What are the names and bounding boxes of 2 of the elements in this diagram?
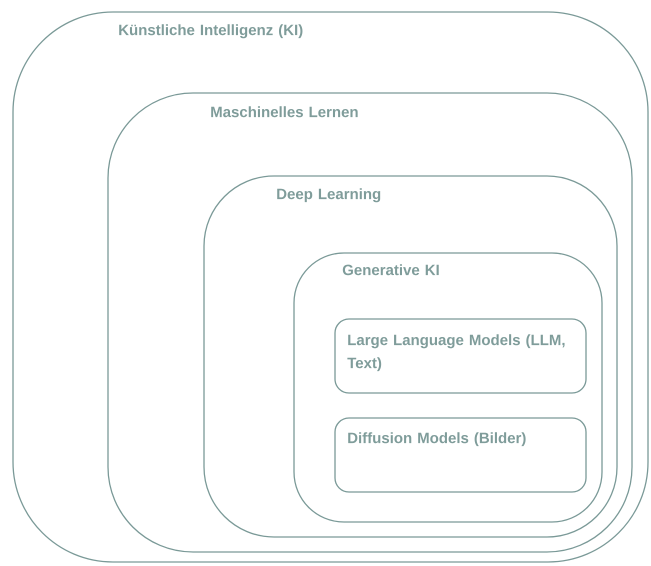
model-box: Large Language Models (LLM, Text) [334,318,587,394]
model-box: Diffusion Models (Bilder) [334,417,587,493]
